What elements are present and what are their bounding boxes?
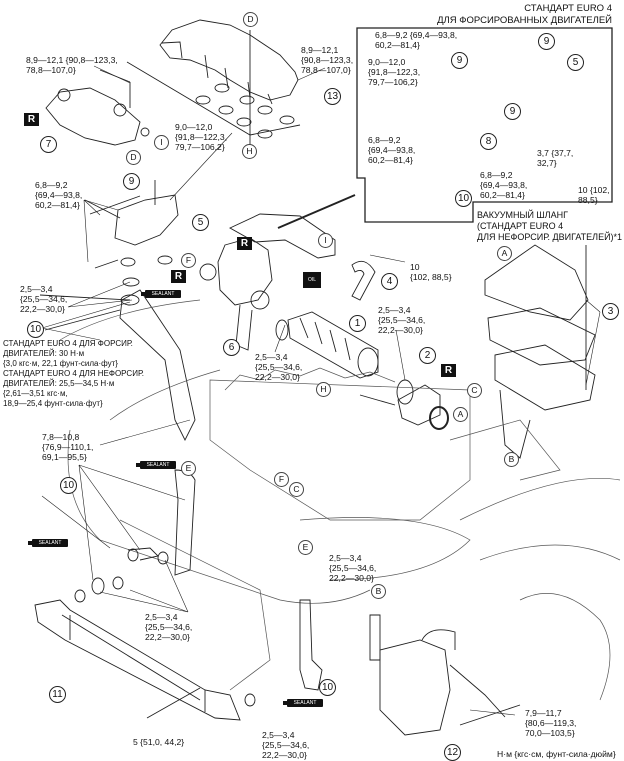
torque-resonator-bolts: 7,9—11,7 {80,6—119,3, 70,0—103,5} [525,708,577,738]
callout-1: 1 [349,315,366,332]
sealant-tag-pipe: SEALANT [141,290,181,298]
torque-bracket-bolt: 7,8—10,8 {76,9—110,1, 69,1—95,5} [42,432,94,462]
callout-10-intercooler: 10 [60,477,77,494]
callout-2: 2 [419,347,436,364]
connector-d-top: D [243,12,258,27]
connector-a-oring: A [453,407,468,422]
sealant-tag-hose: SEALANT [136,461,176,469]
connector-b-cleaner: B [504,452,519,467]
connector-f-engine: F [274,472,289,487]
callout-5: 5 [192,214,209,231]
connector-d-cover: D [126,150,141,165]
intake-pipe [39,277,196,442]
replace-tag-turbo: R [237,237,252,250]
inset-frame [356,27,613,223]
torque-inset-bolt-left: 6,8—9,2 {69,4—93,8, 60,2—81,4} [368,135,416,165]
torque-intercooler-bolt: 5 {51,0, 44,2} [133,737,185,747]
sealant-tag-intercooler: SEALANT [28,539,68,547]
callout-10-inset: 10 [455,190,472,207]
torque-clamp-air-hose-right: 2,5—3,4 {25,5—34,6, 22,2—30,0} [378,305,426,335]
inset-pointer [277,194,356,229]
torque-inset-stud: 9,0—12,0 {91,8—122,3, 79,7—106,2} [368,57,421,87]
throttle-body [84,180,179,269]
connector-a-cleaner: A [497,246,512,261]
torque-inset-bolt-bottom: 6,8—9,2 {69,4—93,8, 60,2—81,4} [480,170,528,200]
sealant-tag-outlet: SEALANT [283,699,323,707]
callout-9-inset-c: 9 [504,103,521,120]
torque-inset-bolt-top: 6,8—9,2 {69,4—93,8, 60,2—81,4} [375,30,458,50]
connector-h-manifold: H [242,144,257,159]
callout-10-outlet: 10 [319,679,336,696]
torque-note: СТАНДАРТ EURO 4 ДЛЯ ФОРСИР. ДВИГАТЕЛЕЙ: … [3,339,144,408]
torque-throttle-bolts: 6,8—9,2 {69,4—93,8, 60,2—81,4} [35,180,83,210]
inset-title: СТАНДАРТ EURO 4 ДЛЯ ФОРСИРОВАННЫХ ДВИГАТ… [437,3,612,27]
connector-b-resonator: B [371,584,386,599]
callout-9-inset-b: 9 [451,52,468,69]
units-legend: Н·м {кгс·см, фунт-сила·дюйм} [497,749,616,759]
resonator [369,614,521,736]
vacuum-hose-note: ВАКУУМНЫЙ ШЛАНГ (СТАНДАРТ EURO 4 ДЛЯ НЕФ… [477,210,623,242]
vacuum-hose [351,260,376,301]
torque-clamp-left: 2,5—3,4 {25,5—34,6, 22,2—30,0} [20,284,68,314]
connector-e-pipe: E [181,461,196,476]
callout-7: 7 [40,136,57,153]
callout-10: 10 [27,321,44,338]
torque-manifold-bolt: 8,9—12,1 {90,8—123,3, 78,8—107,0} [301,45,354,75]
callout-6: 6 [223,339,240,356]
callout-3: 3 [602,303,619,320]
torque-clamp-resonator: 2,5—3,4 {25,5—34,6, 22,2—30,0} [329,553,377,583]
torque-clamp-air-hose-left: 2,5—3,4 {25,5—34,6, 22,2—30,0} [255,352,303,382]
intercooler [34,599,256,721]
connector-i-hose: I [318,233,333,248]
engine-block [59,299,621,701]
connector-e-outlet: E [298,540,313,555]
callout-9: 9 [123,173,140,190]
replace-tag-cover-gasket: R [24,113,39,126]
callout-5-inset: 5 [567,54,584,71]
callout-12: 12 [444,744,461,761]
torque-inset-clamps: 3,7 {37,7, 32,7} [537,148,574,168]
leader-lines [41,65,601,716]
torque-cover-bolt: 8,9—12,1 {90,8—123,3, 78,8—107,0} [26,55,118,75]
torque-stud: 9,0—12,0 {91,8—122,3, 79,7—106,2} [175,122,228,152]
connector-c-cleaner: C [467,383,482,398]
turbocharger [199,213,336,351]
connector-h-engine: H [316,382,331,397]
inset-title-line1: СТАНДАРТ EURO 4 [524,3,612,14]
intercooler-hose [174,469,196,576]
air-flow-sensor [359,384,449,430]
cylinder-head-cover [45,69,150,146]
torque-inset-bolt-right: 10 {102, 88,5} [578,185,610,205]
air-cleaner [484,244,596,459]
connector-i-cover: I [154,135,169,150]
callout-11: 11 [49,686,66,703]
callout-9-inset-a: 9 [538,33,555,50]
intercooler-outlet-pipe [299,599,323,691]
callout-4: 4 [381,273,398,290]
callout-13: 13 [324,88,341,105]
inset-title-line2: ДЛЯ ФОРСИРОВАННЫХ ДВИГАТЕЛЕЙ [437,15,612,26]
connector-f-turbo: F [181,253,196,268]
intake-manifold [126,19,301,145]
replace-tag-oring: R [441,364,456,377]
connector-c-engine: C [289,482,304,497]
callout-8: 8 [480,133,497,150]
torque-pipe-bolt: 10 {102, 88,5} [410,262,452,282]
torque-clamp-intercooler: 2,5—3,4 {25,5—34,6, 22,2—30,0} [145,612,193,642]
replace-tag-gasket: R [171,270,186,283]
oil-icon: OIL [303,272,321,288]
torque-clamp-intercooler-outlet: 2,5—3,4 {25,5—34,6, 22,2—30,0} [262,730,310,760]
